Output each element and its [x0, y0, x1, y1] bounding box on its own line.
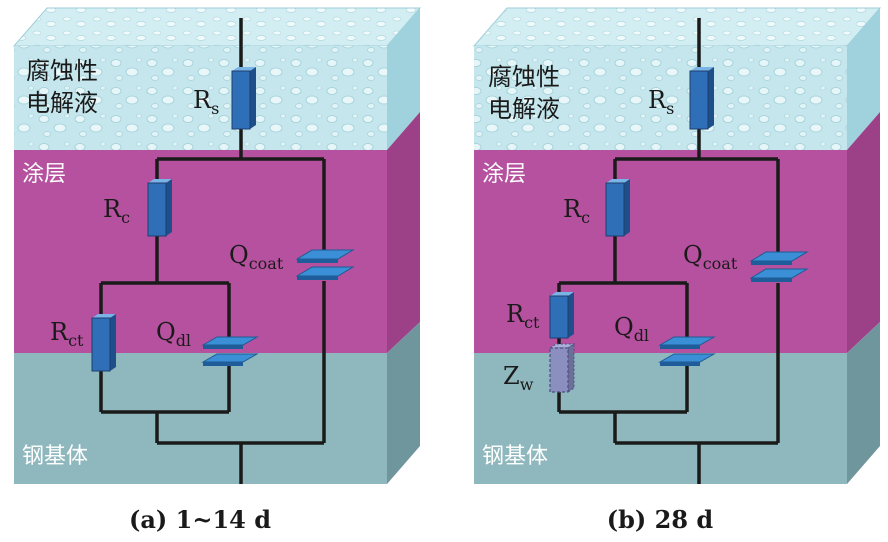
label-rc-main: R	[103, 195, 122, 223]
coating-side-face	[847, 112, 880, 353]
resistor-rct	[91, 314, 116, 372]
label-rs-main: R	[648, 86, 667, 114]
label-rc: Rc	[103, 195, 130, 227]
label-rs: Rs	[193, 86, 219, 118]
label-qcoat: Qcoat	[229, 241, 284, 273]
caption-b: (b) 28 d	[607, 505, 714, 534]
label-rs: Rs	[648, 86, 674, 118]
label-rs-sub: s	[211, 99, 219, 118]
label-qcoat-sub: coat	[249, 254, 284, 273]
label-rct-main: R	[506, 300, 525, 328]
coating-label: 涂层	[482, 162, 526, 187]
electrolyte-layer	[474, 46, 847, 150]
warburg-element-zw	[548, 343, 576, 393]
substrate-label: 钢基体	[482, 444, 548, 469]
resistor-rs	[231, 67, 256, 130]
capacitor-qcoat	[749, 251, 809, 282]
label-rct-main: R	[50, 318, 69, 346]
electrolyte-label-line2: 电解液	[26, 89, 98, 117]
label-qdl: Qdl	[614, 313, 649, 345]
panel-b: 腐蚀性 电解液 涂层 钢基体 Rs	[472, 7, 882, 534]
label-qcoat: Qcoat	[683, 241, 738, 273]
electrolyte-layer	[14, 46, 387, 150]
label-rct-sub: ct	[68, 331, 84, 350]
capacitor-qdl	[201, 336, 259, 366]
label-rc-sub: c	[581, 208, 590, 227]
label-rc-sub: c	[121, 208, 130, 227]
label-qdl: Qdl	[156, 318, 191, 350]
label-zw: Zw	[503, 362, 534, 394]
label-rct: Rct	[506, 300, 540, 332]
resistor-rc	[147, 179, 172, 237]
electrolyte-label-line1: 腐蚀性	[26, 57, 98, 85]
circuit-wires	[557, 18, 780, 484]
label-qcoat-sub: coat	[703, 254, 738, 273]
coating-label: 涂层	[22, 162, 66, 187]
label-zw-sub: w	[520, 375, 534, 394]
caption-a: (a) 1~14 d	[129, 505, 271, 534]
label-qcoat-main: Q	[683, 241, 703, 269]
electrolyte-top-face	[472, 7, 882, 47]
electrolyte-top-face	[12, 7, 422, 47]
label-qdl-main: Q	[156, 318, 176, 346]
label-rs-main: R	[193, 86, 212, 114]
electrolyte-label-line2: 电解液	[488, 95, 560, 123]
resistor-rs	[689, 67, 714, 130]
label-rc-main: R	[563, 195, 582, 223]
electrolyte-side-face	[387, 8, 420, 150]
label-qdl-main: Q	[614, 313, 634, 341]
resistor-rct	[549, 292, 574, 339]
electrolyte-side-face	[847, 8, 880, 150]
coating-side-face	[387, 112, 420, 353]
label-rs-sub: s	[666, 99, 674, 118]
label-rct: Rct	[50, 318, 84, 350]
electrolyte-label-line1: 腐蚀性	[488, 63, 560, 91]
capacitor-qdl	[658, 336, 716, 366]
substrate-side-face	[387, 322, 420, 484]
capacitor-qcoat	[295, 249, 355, 280]
circuit-wires	[99, 18, 326, 484]
substrate-layer	[474, 353, 847, 484]
substrate-side-face	[847, 322, 880, 484]
substrate-label: 钢基体	[22, 444, 88, 469]
label-rct-sub: ct	[524, 313, 540, 332]
label-qcoat-main: Q	[229, 241, 249, 269]
resistor-rc	[605, 179, 630, 237]
label-zw-main: Z	[503, 362, 520, 390]
label-qdl-sub: dl	[176, 331, 191, 350]
panel-a: 腐蚀性 电解液 涂层 钢基体 Rs	[12, 7, 422, 534]
label-qdl-sub: dl	[634, 326, 649, 345]
label-rc: Rc	[563, 195, 590, 227]
